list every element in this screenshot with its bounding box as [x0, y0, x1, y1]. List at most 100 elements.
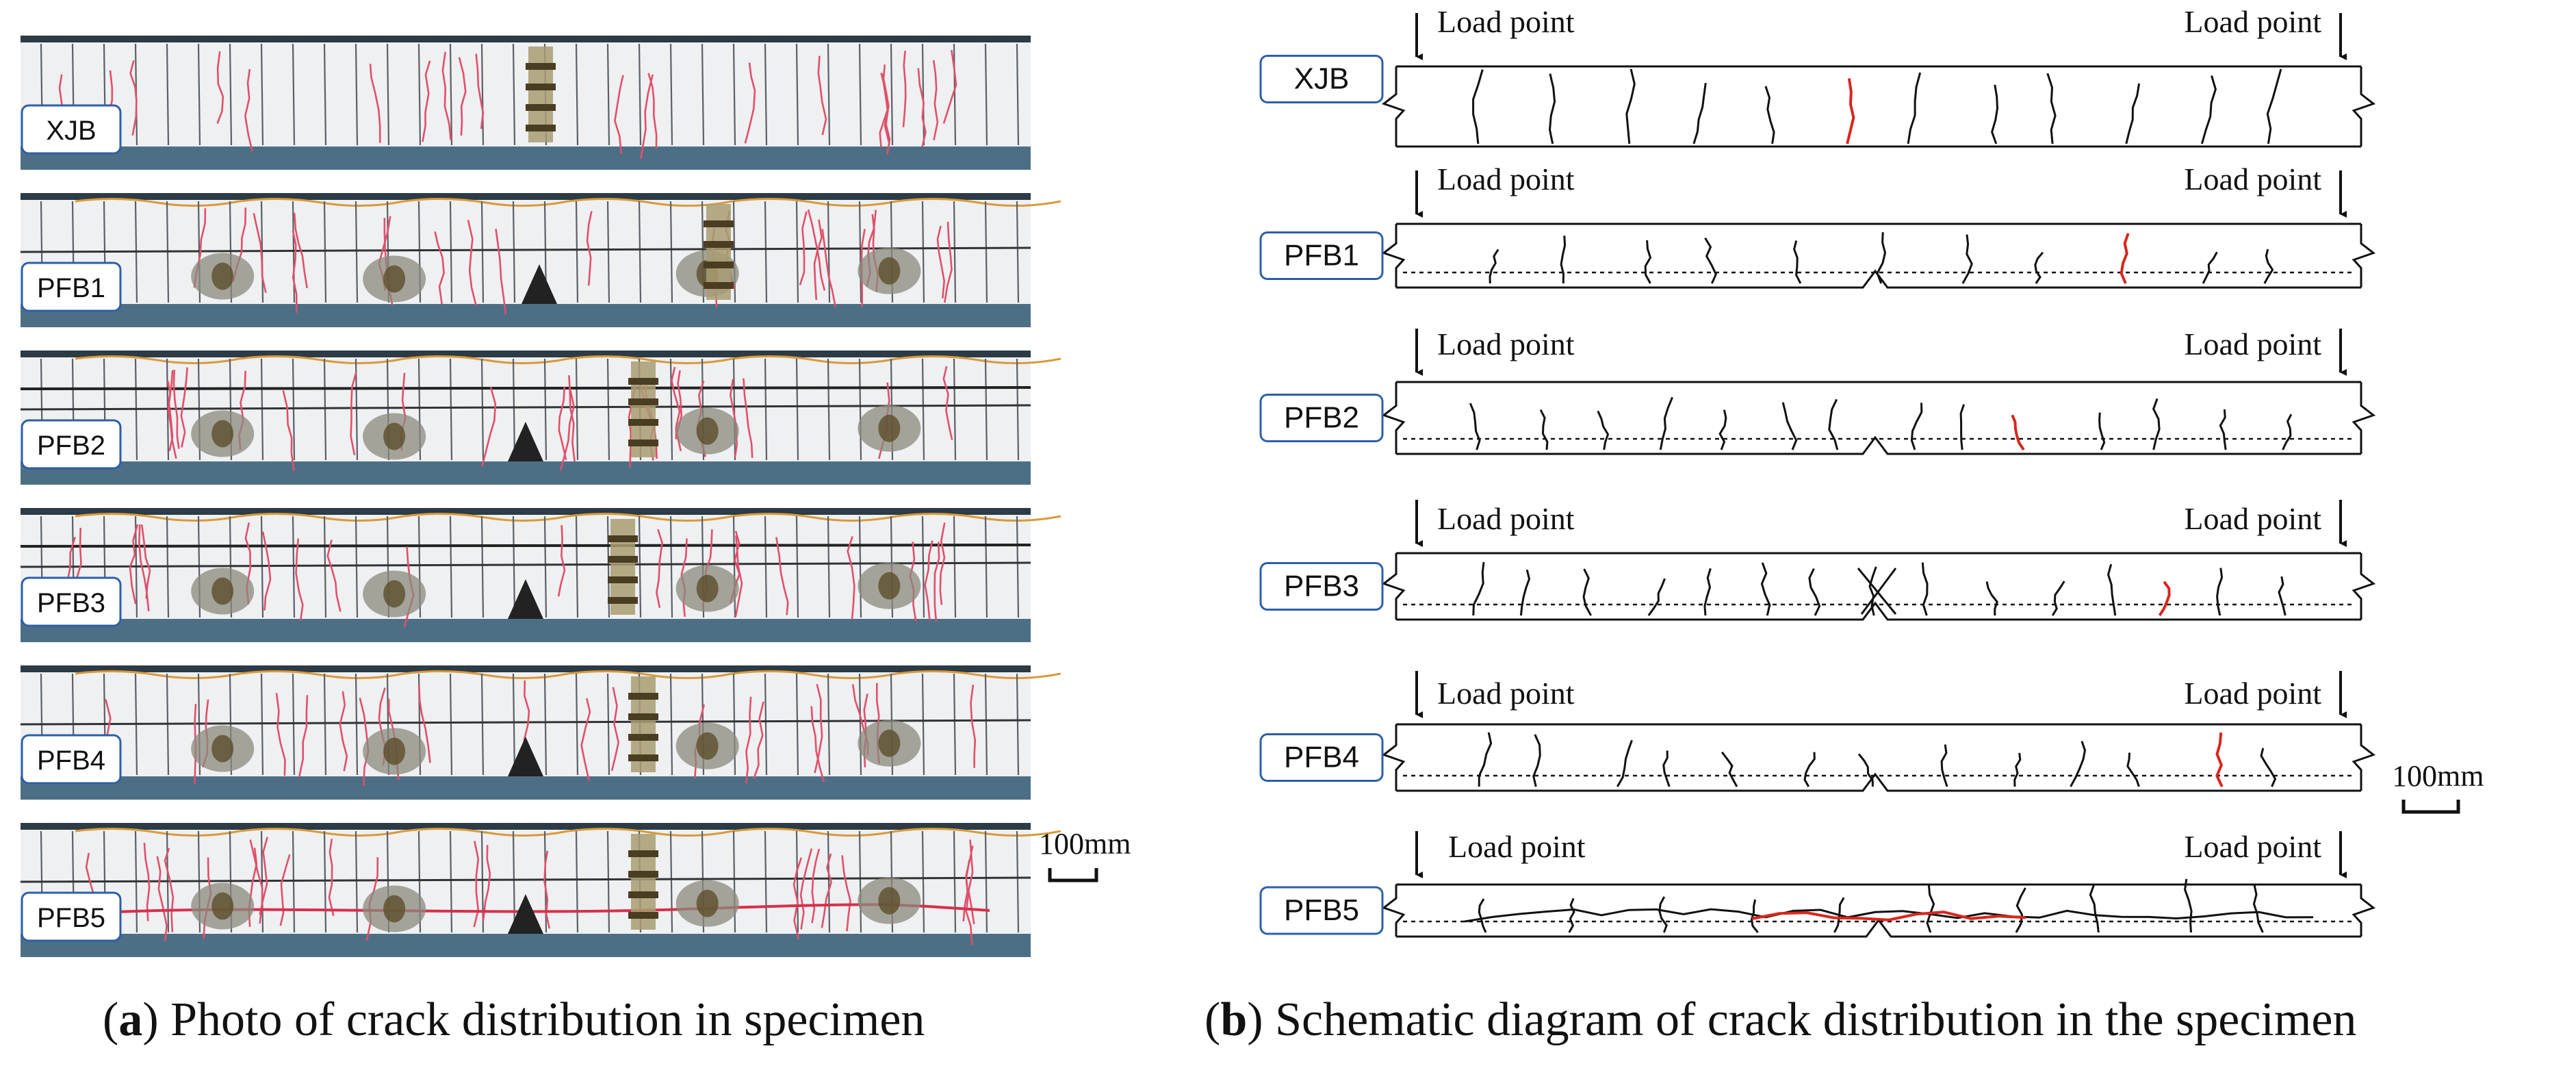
photo-crack-marker [475, 53, 485, 129]
photo-grid-line [480, 43, 485, 146]
load-point-label-left: Load point [1437, 676, 1575, 711]
crack [2098, 412, 2106, 450]
photo-grid-line [921, 201, 925, 303]
crack [1910, 403, 1923, 450]
photo-grid-line [827, 516, 831, 618]
photo-crack-marker [729, 379, 738, 457]
photo-crack-marker [140, 524, 151, 599]
photo-grid-line [449, 516, 453, 618]
panel-b-scale-bar: 100mm [2392, 759, 2484, 814]
photo-crack-marker [495, 229, 507, 314]
beam-end-break-right [2352, 553, 2376, 620]
panel-a-caption: (a) Photo of crack distribution in speci… [103, 993, 925, 1046]
crack [2260, 748, 2277, 787]
photo-crack-marker [168, 370, 174, 452]
photo-specimen-xjb: XJB [21, 36, 1031, 170]
photo-crack-marker [558, 386, 567, 461]
beam-end-break-right [2352, 66, 2376, 147]
schematic-label-box [1259, 231, 1384, 280]
beam-bottom-edge-notched [1396, 918, 2361, 938]
panel-a-caption-letter: a [118, 993, 142, 1046]
crack [2263, 249, 2274, 284]
photo-grid-line [323, 43, 327, 146]
photo-crack-marker [261, 531, 272, 611]
photo-crack-marker [841, 855, 851, 932]
photo-crack-marker [970, 684, 977, 768]
crack [1469, 403, 1481, 450]
photo-grid-line [292, 673, 296, 776]
beam-end-break-right [2352, 724, 2376, 791]
photo-crack-marker [482, 845, 491, 921]
photo-grid-line [355, 673, 359, 776]
photo-grid-line [669, 516, 673, 618]
crack [1532, 734, 1541, 787]
crack [1617, 739, 1633, 787]
load-point-label-right: Load point [2184, 501, 2321, 536]
crack [1764, 86, 1775, 144]
photo-grid-line [606, 358, 610, 461]
crack [1781, 402, 1798, 450]
photo-grid-line [355, 516, 359, 618]
photo-crack-marker [557, 524, 566, 597]
photo-gauge-band [628, 398, 658, 405]
photo-grid-line [512, 830, 516, 933]
photo-crack-marker [847, 536, 855, 620]
photo-grid-line [197, 43, 201, 146]
photo-grid-line [480, 673, 485, 776]
photo-wire [239, 827, 404, 837]
photo-specimen-label: PFB2 [37, 431, 105, 461]
photo-grid-line [638, 201, 642, 303]
photo-grid-line [795, 673, 799, 776]
beam-bottom-edge-notched [1396, 601, 2361, 621]
photo-patch-core [383, 737, 406, 765]
crack [2282, 414, 2293, 450]
photo-crack-marker [293, 212, 308, 289]
photo-grid-line [701, 43, 705, 146]
photo-grid-line [827, 673, 831, 776]
schematic-label-box [1259, 55, 1384, 103]
photo-specimen-label: PFB5 [37, 903, 105, 933]
crack [1907, 72, 1922, 144]
photo-crack-marker [744, 62, 756, 144]
photo-crack-marker [753, 701, 764, 779]
photo-crack-marker [129, 524, 139, 605]
crack [1961, 234, 1973, 284]
photo-grid-line [512, 358, 516, 461]
photo-grid-line [921, 830, 925, 933]
crack [2152, 398, 2161, 450]
photo-grid-line [512, 43, 516, 146]
crack [2125, 83, 2141, 144]
beam-bottom-edge-notched [1396, 772, 2361, 792]
photo-grid-line [858, 516, 862, 618]
photo-grid-line [732, 673, 736, 776]
crack [1793, 240, 1802, 284]
photo-specimen-pfb4: PFB4 [20, 665, 1061, 800]
photo-wire [732, 670, 897, 680]
photo-grid-line [292, 43, 296, 146]
load-point-label-right: Load point [2184, 4, 2321, 39]
crack [2184, 878, 2193, 933]
crack-red [2120, 233, 2130, 284]
photo-grid-line [512, 516, 516, 618]
photo-patch-core [878, 729, 901, 757]
photo-patch-core [383, 422, 406, 450]
photo-patch-core [696, 732, 719, 760]
photo-grid-line [449, 673, 453, 776]
photo-crack-marker [942, 366, 953, 440]
crack [1750, 899, 1759, 933]
photo-grid-line [953, 830, 957, 933]
photo-grid-line [355, 201, 359, 303]
photo-grid-line [984, 43, 988, 146]
crack [1647, 578, 1666, 616]
photo-patch-core [878, 887, 901, 915]
photo-patch-core [696, 889, 719, 917]
photo-gauge-band [608, 576, 638, 583]
crack [2013, 752, 2022, 787]
panel-a-scale-line [1048, 868, 1098, 882]
photo-notch [508, 422, 543, 461]
photo-wire [75, 512, 240, 522]
photo-grid-line [260, 43, 264, 146]
photo-grid-line [764, 830, 768, 933]
